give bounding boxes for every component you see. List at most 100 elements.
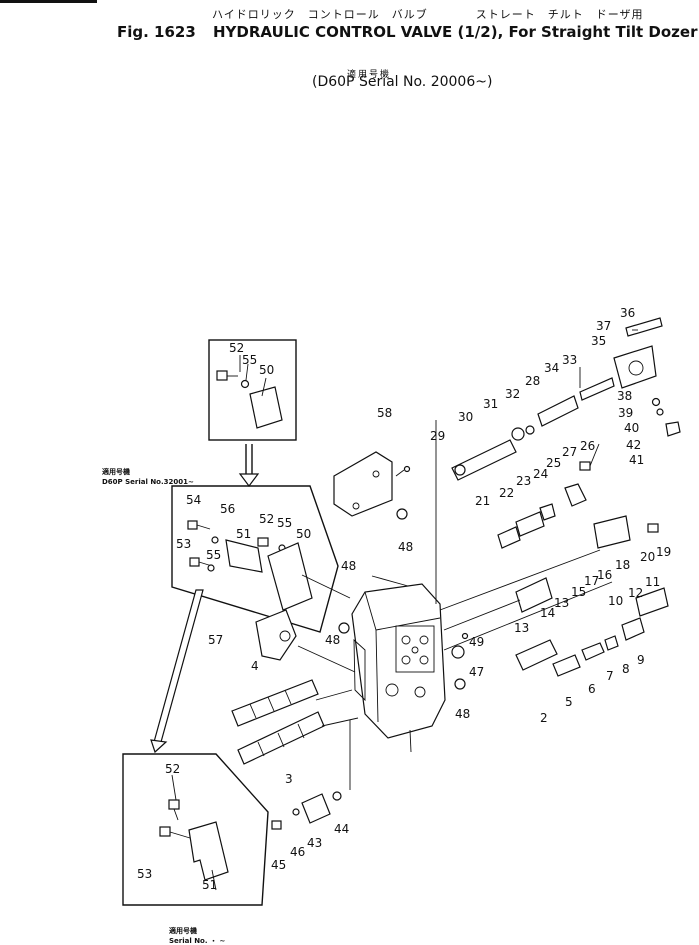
callout-13-right: 13: [554, 596, 569, 610]
callout-49: 49: [469, 635, 484, 649]
right-side-parts: [451, 317, 681, 677]
inset-top-parts: [216, 370, 283, 429]
callout-54: 54: [186, 493, 201, 507]
figure-title: HYDRAULIC CONTROL VALVE (1/2), For Strai…: [213, 23, 698, 41]
callout-52-bottom: 52: [165, 762, 180, 776]
note-upper-serial: D60P Serial No.32001~: [102, 478, 194, 486]
note-lower-serial: Serial No. ・ ~: [169, 937, 225, 945]
callout-48-bracket: 48: [398, 540, 413, 554]
callout-55-top: 55: [242, 353, 257, 367]
valve-body: [351, 583, 446, 739]
callout-29: 29: [430, 429, 445, 443]
leader-52-bottom: [171, 774, 177, 801]
callout-51-bottom: 51: [202, 878, 217, 892]
callout-36: 36: [620, 306, 635, 320]
callout-34: 34: [544, 361, 559, 375]
callout-15: 15: [571, 585, 586, 599]
leader-26: [589, 443, 600, 467]
callout-32: 32: [505, 387, 520, 401]
callout-21: 21: [475, 494, 490, 508]
callout-47: 47: [469, 665, 484, 679]
callout-17: 17: [584, 574, 599, 588]
japanese-title: ハイドロリック コントロール バルブ ストレート チルト ドーザ用: [212, 8, 644, 21]
callout-6: 6: [588, 682, 596, 696]
callout-28: 28: [525, 374, 540, 388]
callout-52-middle: 52: [259, 512, 274, 526]
inset-box-bottom: [122, 753, 269, 906]
cover-57: [255, 609, 297, 661]
callout-48-left: 48: [325, 633, 340, 647]
callout-57: 57: [208, 633, 223, 647]
callout-19: 19: [656, 545, 671, 559]
callout-22: 22: [499, 486, 514, 500]
callout-42: 42: [626, 438, 641, 452]
callout-12: 12: [628, 586, 643, 600]
callout-55-middle: 55: [277, 516, 292, 530]
callout-2: 2: [540, 711, 548, 725]
callout-14: 14: [540, 606, 555, 620]
callout-56: 56: [220, 502, 235, 516]
callout-55-lower: 55: [206, 548, 221, 562]
callout-25: 25: [546, 456, 561, 470]
callout-45: 45: [271, 858, 286, 872]
serial-range: (D60P Serial No. 20006~): [312, 74, 493, 90]
callout-40: 40: [624, 421, 639, 435]
inset-box-top: [208, 339, 297, 441]
inset-middle-parts: [187, 520, 313, 611]
callout-35: 35: [591, 334, 606, 348]
callout-53-middle: 53: [176, 537, 191, 551]
callout-39: 39: [618, 406, 633, 420]
callout-37: 37: [596, 319, 611, 333]
callout-3: 3: [285, 772, 293, 786]
callout-7: 7: [606, 669, 614, 683]
figure-title-line: Fig. 1623 HYDRAULIC CONTROL VALVE (1/2),…: [117, 23, 697, 41]
callout-24: 24: [533, 467, 548, 481]
leader-50-top: [261, 377, 267, 397]
callout-30: 30: [458, 410, 473, 424]
assembly-lines: [297, 420, 613, 790]
spool-4: [231, 679, 319, 727]
callout-18: 18: [615, 558, 630, 572]
leader-55-top: [245, 363, 249, 381]
leader-51-bottom: [211, 869, 217, 891]
callout-31: 31: [483, 397, 498, 411]
callout-27: 27: [562, 445, 577, 459]
callout-46: 46: [290, 845, 305, 859]
note-upper-jp: 適用号機: [102, 467, 130, 476]
callout-13-left: 13: [514, 621, 529, 635]
bracket-58: [333, 451, 393, 517]
callout-11: 11: [645, 575, 660, 589]
lower-cap-parts: [271, 791, 342, 830]
callout-26: 26: [580, 439, 595, 453]
callout-41: 41: [629, 453, 644, 467]
inset-box-middle: [171, 485, 339, 633]
callout-9: 9: [637, 653, 645, 667]
callout-43: 43: [307, 836, 322, 850]
inset-arrow-upper: [238, 444, 260, 487]
note-lower-jp: 適用号機: [169, 926, 197, 935]
callout-52-top: 52: [229, 341, 244, 355]
callout-5: 5: [565, 695, 573, 709]
callout-53-bottom: 53: [137, 867, 152, 881]
callout-10: 10: [608, 594, 623, 608]
callout-44: 44: [334, 822, 349, 836]
japanese-applicable-label: 適用号機: [347, 70, 392, 80]
top-rule: [0, 0, 97, 3]
callout-38: 38: [617, 389, 632, 403]
callout-16: 16: [597, 568, 612, 582]
callout-8: 8: [622, 662, 630, 676]
callout-50-top: 50: [259, 363, 274, 377]
figure-number: Fig. 1623: [117, 23, 196, 41]
inset-arrow-lower: [150, 589, 204, 754]
callout-33: 33: [562, 353, 577, 367]
callout-51-middle: 51: [236, 527, 251, 541]
callout-48-body: 48: [341, 559, 356, 573]
callout-50-middle: 50: [296, 527, 311, 541]
callout-58: 58: [377, 406, 392, 420]
callout-20: 20: [640, 550, 655, 564]
callout-48-lower: 48: [455, 707, 470, 721]
callout-23: 23: [516, 474, 531, 488]
inset-bottom-parts: [159, 799, 229, 881]
callout-4: 4: [251, 659, 259, 673]
